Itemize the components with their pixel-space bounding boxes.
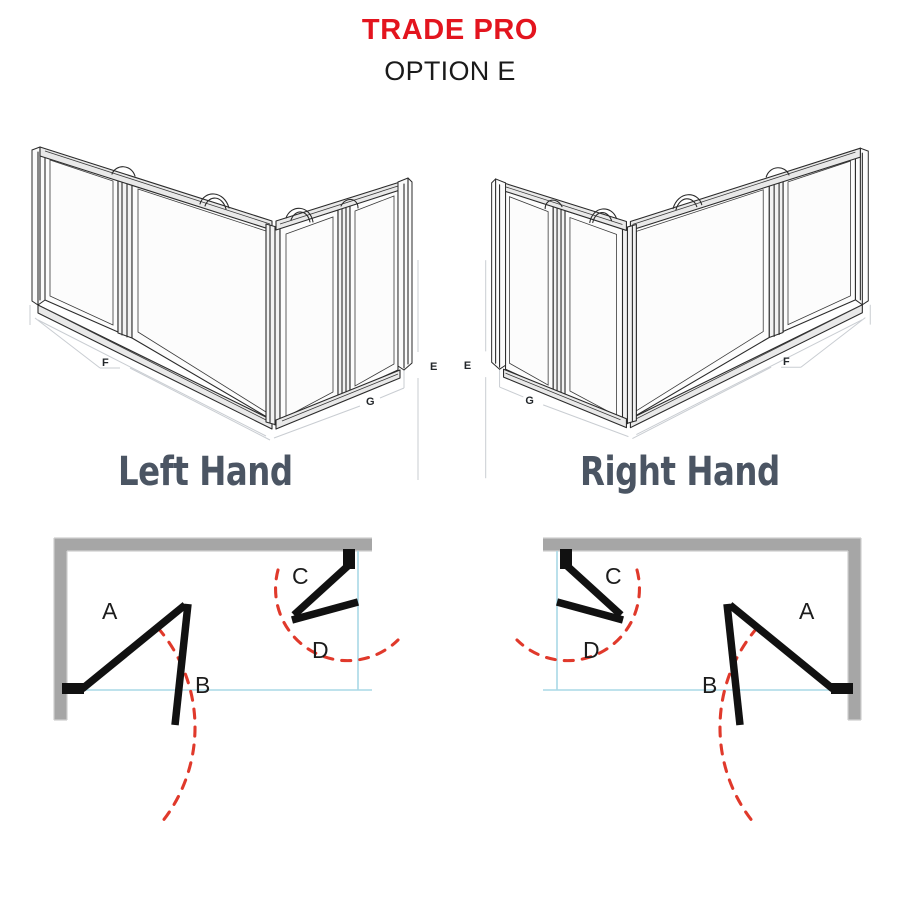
wall-group-left-plan	[53, 537, 372, 721]
plan-label-a-right: A	[799, 598, 815, 624]
iso-left-geometry	[29, 146, 419, 480]
iso-right-geometry	[485, 147, 871, 479]
plan-label-c-left: C	[292, 563, 309, 589]
door-panel-d-right[interactable]	[556, 598, 624, 624]
caption-left-hand: Left Hand	[118, 449, 293, 495]
door-panel-b[interactable]	[171, 603, 192, 726]
hinge-block-a	[62, 683, 84, 694]
iso-right-svg: E F G	[464, 147, 871, 479]
wall-left	[54, 538, 67, 720]
isometric-drawing-left-hand: E F G	[0, 120, 452, 480]
wall-right	[848, 538, 861, 720]
plan-view-left-hand: A B C D	[40, 520, 450, 860]
door-panel-b-right[interactable]	[723, 603, 744, 726]
dimension-label-G-right: G	[525, 395, 533, 407]
dimension-label-F-left: F	[102, 357, 109, 369]
plan-right-svg: A B C D	[515, 537, 862, 824]
plan-left-svg: A B C D	[53, 537, 400, 824]
tray-outline-left	[73, 551, 372, 691]
door-panel-d[interactable]	[291, 598, 359, 624]
hinge-block-c	[343, 549, 355, 569]
header: TRADE PRO OPTION E	[0, 0, 900, 85]
plan-label-b-left: B	[195, 672, 210, 698]
option-subtitle: OPTION E	[384, 56, 516, 86]
door-panel-c[interactable]	[291, 561, 353, 618]
iso-right-dimension-lines	[485, 260, 871, 479]
door-panel-c-right[interactable]	[562, 561, 624, 618]
door-panel-a-right[interactable]	[727, 602, 836, 692]
iso-left-dimension-lines	[29, 260, 419, 480]
plan-view-right-hand: A B C D	[460, 520, 880, 860]
swing-arc-ab	[156, 626, 197, 824]
swing-arc-cd	[274, 568, 400, 663]
wall-top	[54, 538, 372, 551]
tray-outline-right	[543, 551, 842, 691]
handle-icon-group-right	[544, 167, 790, 224]
plan-label-c-right: C	[605, 563, 622, 589]
hinge-block-c-right	[560, 549, 572, 569]
handle-icon-group-left	[111, 166, 359, 223]
caption-right-hand: Right Hand	[580, 449, 780, 495]
plan-label-d-right: D	[583, 637, 600, 663]
dimension-label-G-left: G	[366, 396, 375, 408]
door-panel-a[interactable]	[79, 602, 188, 692]
wall-top-right	[543, 538, 861, 551]
hinge-block-a-right	[831, 683, 853, 694]
plan-right-geometry	[515, 537, 862, 824]
brand-title: TRADE PRO	[361, 14, 539, 46]
swing-arc-ab-right	[718, 626, 759, 824]
plan-label-a-left: A	[102, 598, 118, 624]
dimension-label-E-left: E	[430, 361, 437, 373]
iso-left-svg: E F G	[29, 146, 437, 480]
swing-arc-cd-right	[515, 568, 641, 663]
dimension-label-F-right: F	[783, 356, 790, 368]
plan-label-b-right: B	[702, 672, 717, 698]
isometric-drawing-right-hand: E F G	[452, 120, 900, 479]
plan-label-d-left: D	[312, 637, 329, 663]
dimension-label-E-right: E	[464, 360, 471, 372]
wall-group-right-plan	[543, 537, 862, 721]
